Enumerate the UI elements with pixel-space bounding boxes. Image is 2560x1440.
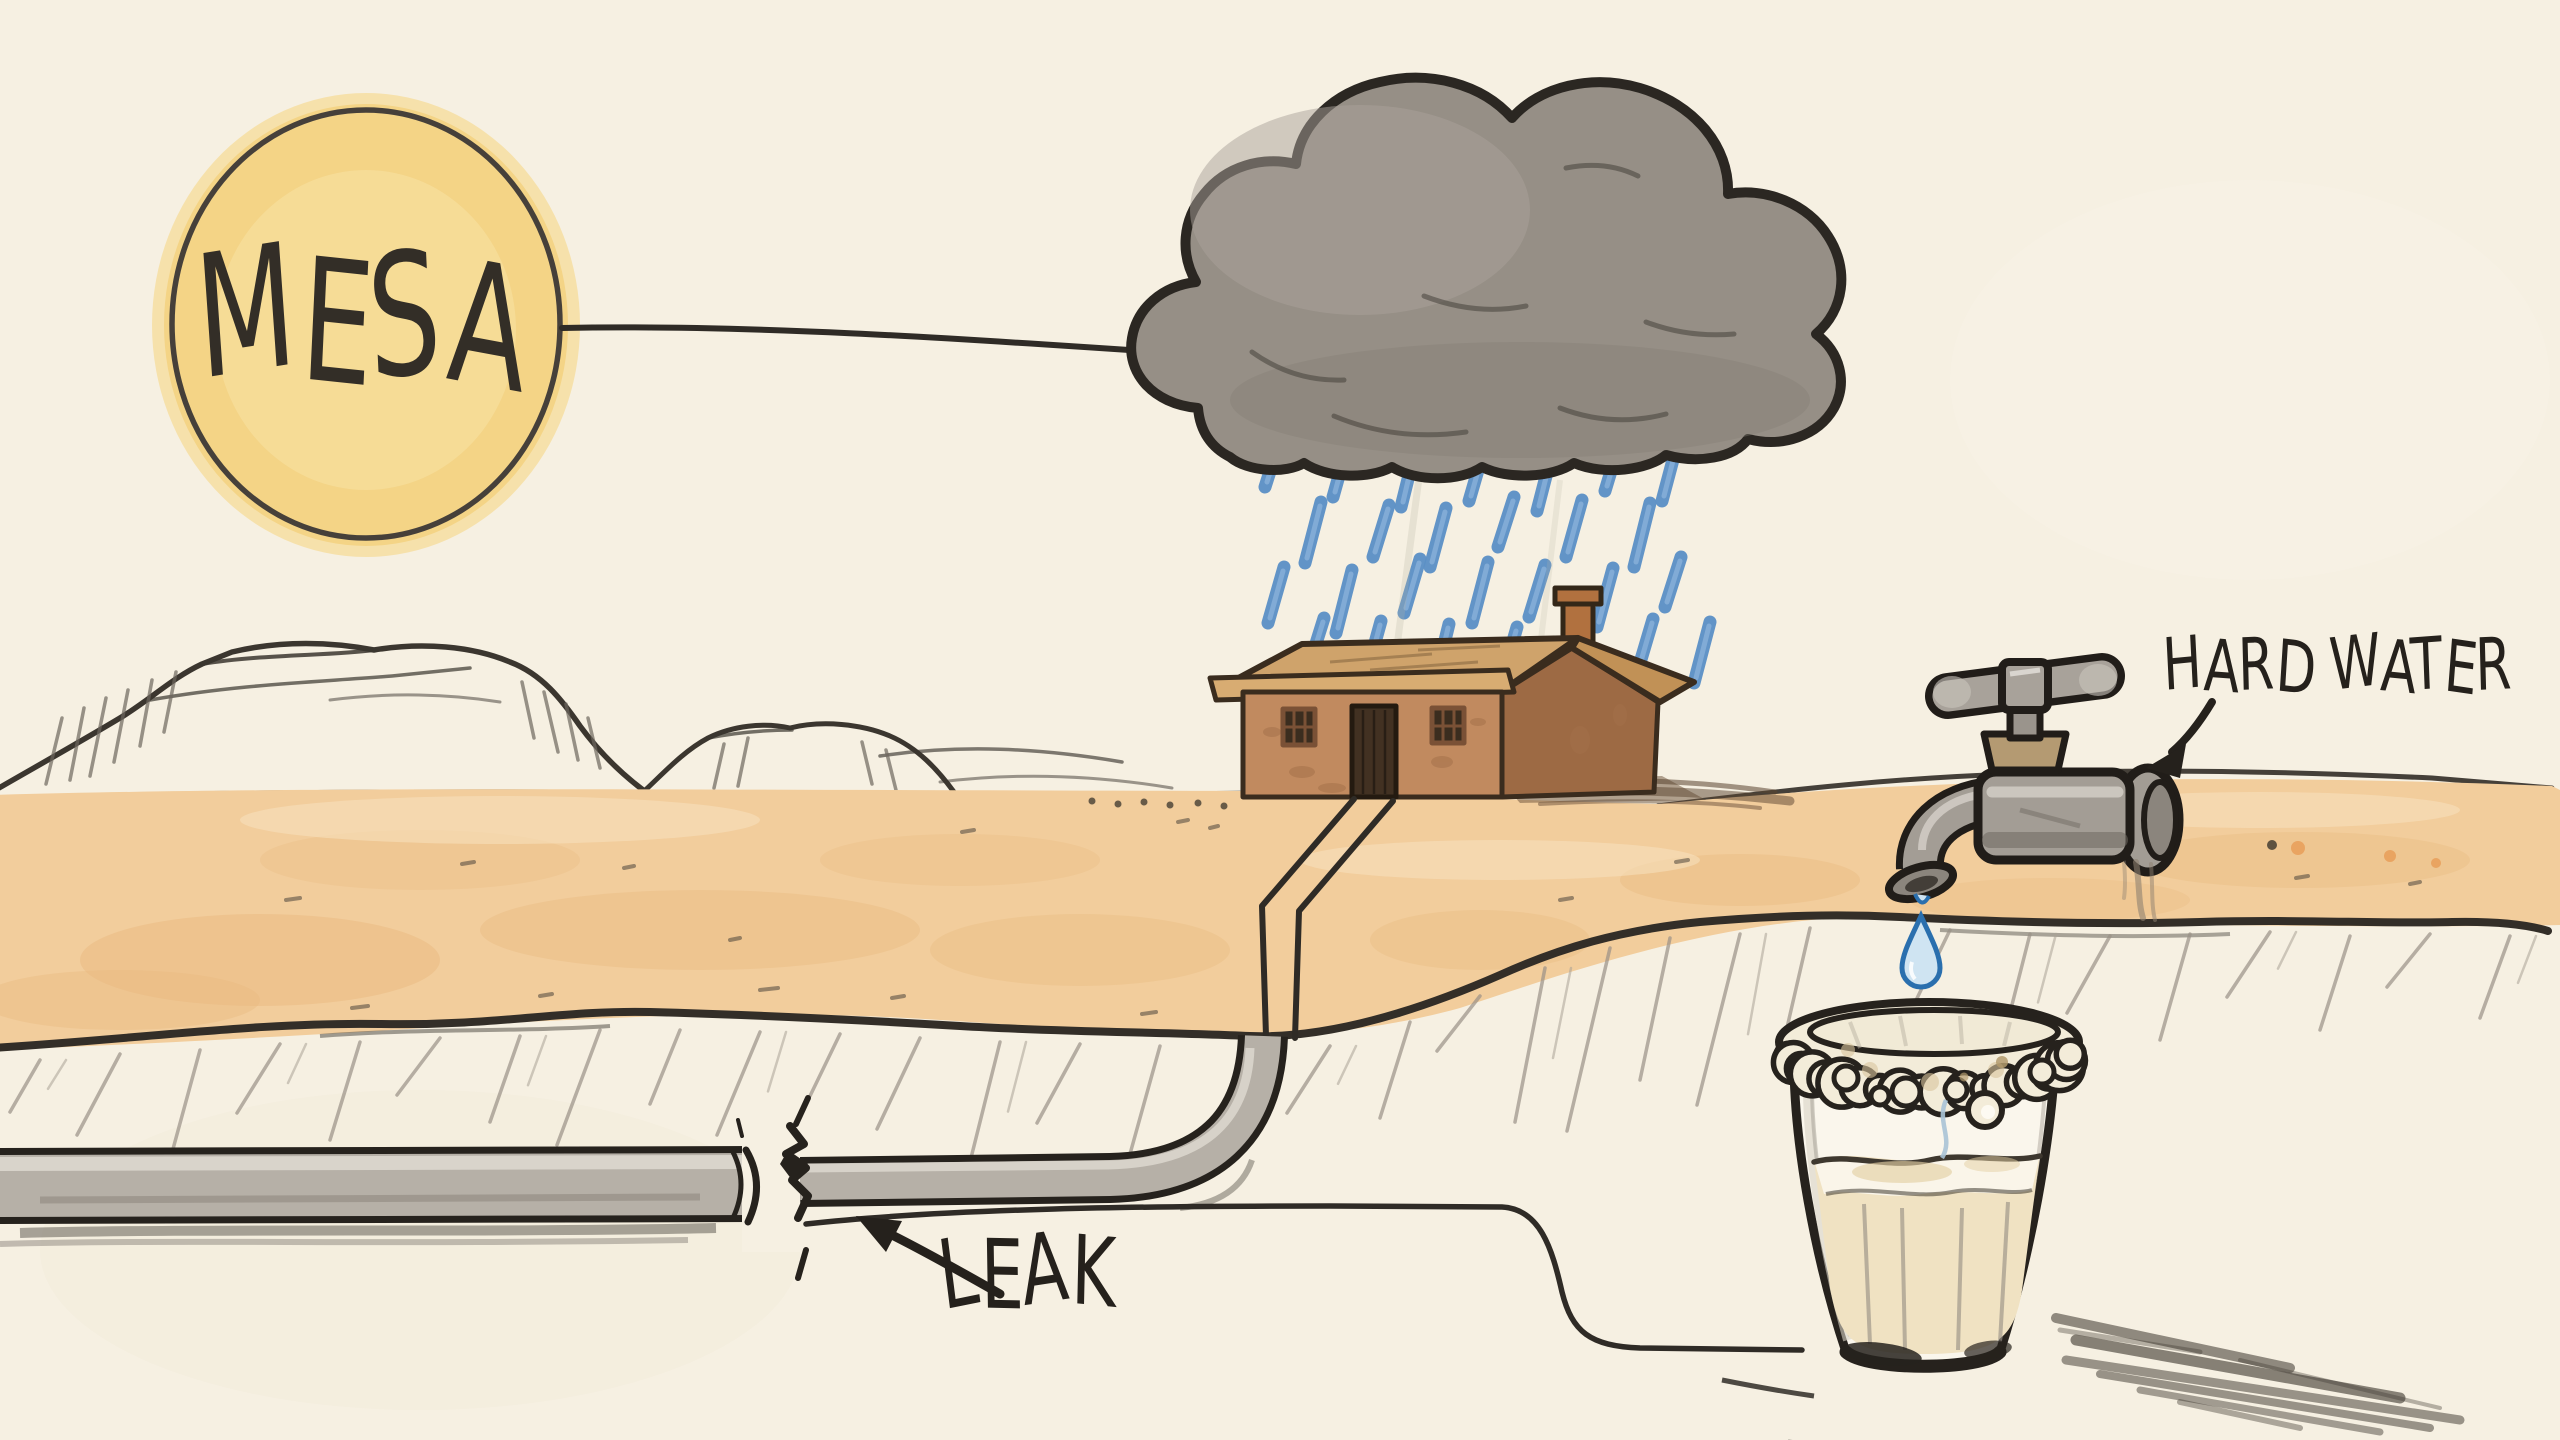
door-planks: [1361, 710, 1387, 794]
house-supply-path: [1259, 796, 1396, 1041]
outdoor-faucet: [1885, 653, 2184, 922]
faucet-handle: [1925, 653, 2125, 719]
chimney-cap: [1552, 585, 1604, 607]
faucet-drip-stains: [2122, 859, 2157, 922]
hard-water-label: HARD WATER: [2159, 619, 2512, 711]
faucet-flange-lip: [2141, 779, 2179, 861]
path-pebbles: [1088, 797, 1228, 810]
roof-texture: [1329, 644, 1501, 672]
ground-line: [0, 911, 2552, 1052]
pipe-highlight: [801, 1047, 1255, 1173]
leak-callout: LEAK: [856, 1208, 1127, 1338]
cloud-sketch-lines: [1249, 162, 1737, 438]
drip-stream: [1939, 1099, 1949, 1160]
sun-badge: MESA: [152, 93, 580, 557]
sun-inner-light: [216, 170, 516, 490]
connector-line: [559, 324, 1191, 357]
sand-patches: [0, 792, 2470, 1030]
paper-mottle: [40, 1090, 800, 1410]
glass-facets: [1862, 1201, 2010, 1351]
hard-water-arrow: [2168, 698, 2216, 756]
leak-arrowhead: [856, 1216, 902, 1252]
glass-liquid: [1814, 1154, 2040, 1354]
storm-cloud: [1126, 72, 1847, 484]
water-drop-icon: [1899, 909, 1943, 990]
glass-crust: [1770, 1037, 2089, 1118]
hard-water-arrowhead: [2146, 744, 2186, 778]
leak-crack: [730, 1095, 812, 1281]
house-roof-right: [1569, 635, 1697, 705]
wall-texture: [1263, 704, 1627, 793]
adobe-house: [1207, 585, 1697, 800]
sand-specks: [284, 818, 2441, 1016]
cloud-shade: [1230, 342, 1810, 458]
crust-drip-shine: [1981, 1105, 1995, 1119]
pipe-body: [0, 1153, 757, 1217]
sun-ring: [169, 107, 563, 541]
mesa-label: MESA: [185, 212, 542, 429]
mineral-glass: [1770, 998, 2089, 1373]
hard-water-callout: HARD WATER: [2146, 619, 2513, 778]
spout-highlight: [1918, 790, 1985, 851]
liquid-surface-line2: [1825, 1188, 2033, 1197]
cloud-highlight: [1190, 105, 1530, 315]
paper-mottle: [1950, 180, 2550, 580]
house-windows: [1280, 705, 1467, 748]
service-line: [803, 1203, 1805, 1353]
crust-rim-inner: [1807, 1007, 2061, 1057]
forming-drip: [1913, 893, 1931, 905]
water-pipe: [0, 1034, 1288, 1247]
leak-arrow: [885, 1229, 1005, 1299]
mesa-hatching: [44, 670, 898, 792]
ground-line-under-glass: [1721, 1377, 1815, 1399]
pipe-body: [799, 1035, 1281, 1200]
glass-shadow: [2051, 1313, 2465, 1436]
pipe-highlight: [0, 1155, 753, 1171]
